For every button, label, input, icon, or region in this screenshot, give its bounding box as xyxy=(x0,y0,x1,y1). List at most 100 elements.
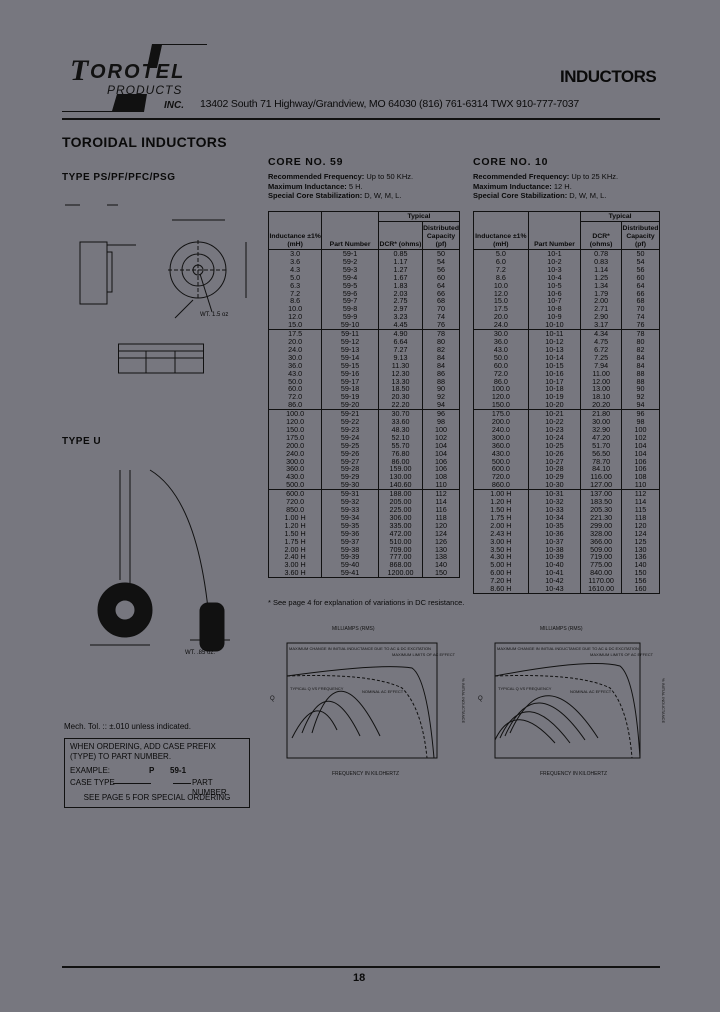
col-cap: Distributed Capacity (pf) xyxy=(422,221,460,250)
capacity-cell: 96 xyxy=(620,409,661,419)
inductance-cell: 50.0 xyxy=(267,377,323,386)
core10-specs: Recommended Frequency: Up to 25 KHz. Max… xyxy=(473,172,619,200)
capacity-cell: 92 xyxy=(422,393,460,402)
inductance-cell: 240.0 xyxy=(267,449,323,458)
capacity-cell: 104 xyxy=(422,449,460,458)
capacity-cell: 136 xyxy=(620,553,661,562)
capacity-cell: 108 xyxy=(620,473,661,482)
inductance-cell: 2.43 H xyxy=(473,529,529,538)
capacity-cell: 106 xyxy=(422,465,460,474)
capacity-cell: 84 xyxy=(620,361,661,370)
capacity-cell: 66 xyxy=(620,289,661,298)
capacity-cell: 50 xyxy=(620,249,661,258)
inductance-cell: 1.20 H xyxy=(267,521,323,530)
col-dcr: DCR* (ohms) xyxy=(377,221,424,250)
capacity-cell: 120 xyxy=(422,521,460,530)
dcr-cell: 1200.00 xyxy=(377,569,424,579)
capacity-cell: 140 xyxy=(422,561,460,570)
inductance-cell: 150.0 xyxy=(267,426,323,434)
type-u-title: TYPE U xyxy=(62,436,102,447)
inductance-cell: 7.2 xyxy=(473,265,529,274)
inductance-cell: 17.5 xyxy=(473,305,529,314)
inductance-cell: 3.50 H xyxy=(473,545,529,554)
ordering-box: WHEN ORDERING, ADD CASE PREFIX (TYPE) TO… xyxy=(64,738,250,808)
capacity-cell: 124 xyxy=(422,529,460,538)
capacity-cell: 106 xyxy=(620,457,661,466)
case-type-label: CASE TYPE xyxy=(70,778,115,787)
dcr-cell: 159.00 xyxy=(377,465,424,474)
inductance-cell: 200.0 xyxy=(473,418,529,426)
capacity-cell: 106 xyxy=(620,465,661,474)
inductance-cell: 600.0 xyxy=(267,490,323,499)
inductance-cell: 1.50 H xyxy=(473,506,529,514)
inductance-cell: 8.60 H xyxy=(473,584,529,594)
inductance-cell: 43.0 xyxy=(267,369,323,378)
chart-bottom-axis: FREQUENCY IN KILOHERTZ xyxy=(540,771,607,777)
dcr-footnote: * See page 4 for explanation of variatio… xyxy=(268,598,465,607)
dcr-cell: 1.27 xyxy=(377,265,424,274)
dcr-cell: 868.00 xyxy=(377,561,424,570)
dcr-cell: 1.83 xyxy=(377,281,424,290)
inductance-cell: 7.2 xyxy=(267,289,323,298)
part-number-cell: 59-41 xyxy=(321,569,379,579)
inductance-cell: 500.0 xyxy=(473,457,529,466)
inductance-cell: 8.6 xyxy=(473,273,529,282)
svg-text:OROTEL: OROTEL xyxy=(90,61,185,83)
type-style-table xyxy=(118,343,204,374)
chart-left-label: Q xyxy=(478,696,483,702)
inductance-cell: 7.20 H xyxy=(473,577,529,586)
inductance-cell: 86.0 xyxy=(473,377,529,386)
capacity-cell: 64 xyxy=(620,281,661,290)
inductance-cell: 24.0 xyxy=(473,321,529,331)
dcr-cell: 2.03 xyxy=(377,289,424,298)
inductance-cell: 1.00 H xyxy=(473,490,529,499)
type-ps-drawing xyxy=(65,204,247,319)
capacity-cell: 110 xyxy=(422,481,460,491)
capacity-cell: 60 xyxy=(422,273,460,282)
inductance-cell: 360.0 xyxy=(267,465,323,474)
inductance-cell: 1.20 H xyxy=(473,498,529,506)
chart-note: MAXIMUM CHANGE IN INITIAL INDUCTANCE DUE… xyxy=(497,646,639,651)
dcr-cell: 205.00 xyxy=(377,498,424,506)
capacity-cell: 156 xyxy=(620,577,661,586)
chart-note: MAXIMUM LIMITS OF AC EFFECT xyxy=(392,652,456,657)
type-u-drawing xyxy=(90,469,230,652)
dcr-cell: 225.00 xyxy=(377,506,424,514)
col-dcr: DCR* (ohms) xyxy=(580,221,622,250)
dcr-cell: 188.00 xyxy=(377,490,424,499)
capacity-cell: 90 xyxy=(620,385,661,394)
inductance-cell: 30.0 xyxy=(267,353,323,362)
capacity-cell: 84 xyxy=(422,361,460,370)
inductance-cell: 15.0 xyxy=(267,321,323,331)
dcr-cell: 13.30 xyxy=(377,377,424,386)
capacity-cell: 50 xyxy=(422,249,460,258)
chart-left-label: Q xyxy=(270,696,275,702)
capacity-cell: 74 xyxy=(422,313,460,322)
dcr-cell: 4.45 xyxy=(377,321,424,331)
col-cap: Distributed Capacity (pf) xyxy=(620,221,661,250)
capacity-cell: 86 xyxy=(422,369,460,378)
capacity-cell: 90 xyxy=(422,385,460,394)
core59-specs: Recommended Frequency: Up to 50 KHz. Max… xyxy=(268,172,414,200)
capacity-cell: 54 xyxy=(422,258,460,266)
